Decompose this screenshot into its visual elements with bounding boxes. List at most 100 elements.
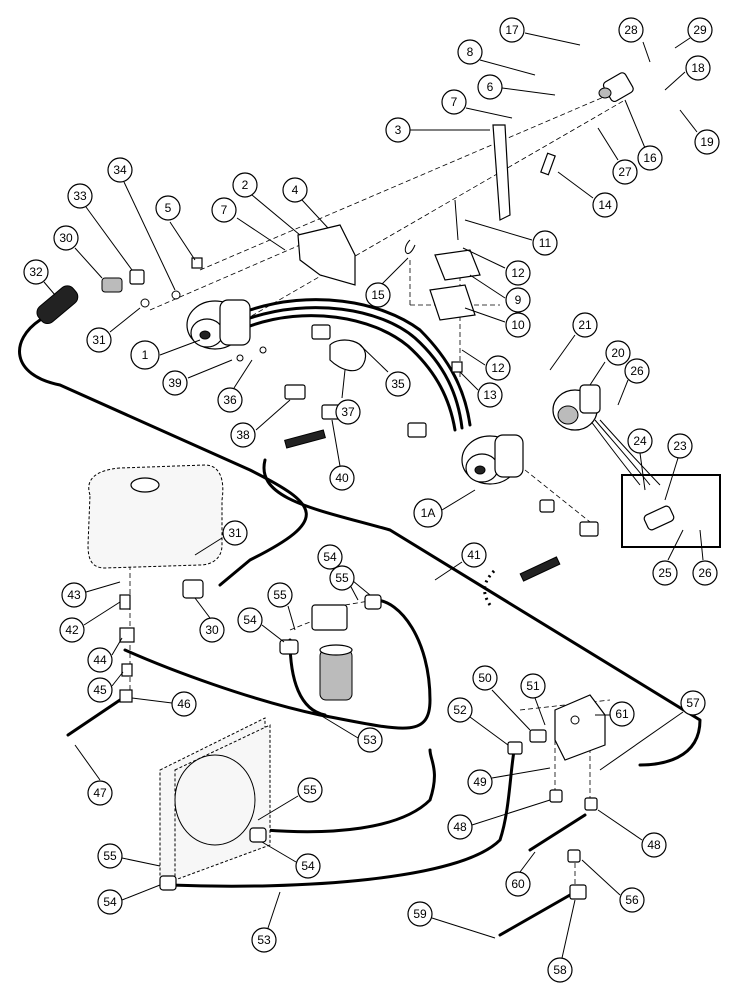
callout-27: 27 [597, 127, 638, 185]
callout-label: 34 [113, 163, 127, 177]
callout-52: 52 [447, 697, 509, 746]
hydraulic-tank [87, 464, 224, 569]
callout-label: 57 [686, 696, 700, 710]
callout-label: 31 [92, 333, 106, 347]
valve-block-61 [554, 694, 606, 761]
callout-label: 36 [223, 393, 237, 407]
callout-32: 32 [23, 259, 56, 296]
callout-label: 54 [323, 550, 337, 564]
elbow-35 [311, 324, 331, 340]
callout-18: 18 [664, 55, 711, 91]
callout-label: 27 [618, 165, 632, 179]
callout-13: 13 [459, 371, 503, 408]
callout-38: 38 [230, 399, 291, 448]
detail-inset [621, 474, 721, 548]
callout-label: 3 [395, 123, 402, 137]
callout-43: 43 [61, 581, 121, 608]
callout-40: 40 [329, 419, 355, 491]
callout-59: 59 [407, 901, 496, 939]
callout-50: 50 [472, 665, 531, 731]
callout-61: 61 [595, 701, 635, 727]
hose-end-40 [284, 429, 326, 449]
callout-label: 54 [103, 895, 117, 909]
callout-label: 49 [473, 775, 487, 789]
callout-label: 55 [273, 588, 287, 602]
callout-1: 1 [130, 339, 201, 370]
callout-label: 29 [693, 23, 707, 37]
callout-label: 54 [301, 859, 315, 873]
callout-24: 24 [627, 428, 653, 491]
bracket-9 [434, 249, 481, 281]
callout-label: 48 [647, 838, 661, 852]
hose-47 [66, 698, 122, 737]
callout-25: 25 [652, 529, 684, 586]
callout-label: 60 [511, 877, 525, 891]
callout-39: 39 [162, 359, 233, 396]
filter-assembly [311, 604, 353, 701]
callout-42: 42 [59, 601, 121, 643]
callout-35: 35 [359, 344, 411, 397]
callout-label: 14 [598, 198, 612, 212]
callout-19: 19 [679, 109, 720, 155]
callout-12b: 12 [461, 349, 511, 381]
callout-label: 52 [453, 703, 467, 717]
hose-53-bottom [168, 743, 517, 888]
hose-53-upper [123, 598, 432, 730]
callout-label: 9 [515, 293, 522, 307]
filter-32 [36, 285, 79, 325]
callout-17: 17 [499, 17, 581, 46]
oil-cooler [159, 717, 271, 886]
cable-bundle-3 [248, 314, 457, 432]
callout-label: 30 [59, 231, 73, 245]
callout-16: 16 [624, 99, 663, 171]
callout-44: 44 [87, 637, 123, 673]
callout-label: 24 [633, 434, 647, 448]
wire-23 [589, 419, 641, 486]
callout-56: 56 [581, 859, 645, 913]
callout-7b: 7 [441, 89, 513, 119]
pressure-hose-41 [262, 458, 702, 767]
callout-10: 10 [464, 307, 531, 338]
callout-label: 4 [292, 183, 299, 197]
callout-label: 28 [624, 23, 638, 37]
callout-label: 42 [65, 623, 79, 637]
pump-1a [461, 434, 524, 485]
callout-label: 35 [391, 377, 405, 391]
callout-47: 47 [74, 744, 113, 806]
callout-label: 37 [341, 405, 355, 419]
callout-55d: 55 [97, 843, 161, 869]
callout-label: 51 [526, 679, 540, 693]
callout-7a: 7 [211, 197, 286, 251]
callout-23: 23 [664, 433, 693, 501]
callout-label: 31 [228, 526, 242, 540]
callout-26a: 26 [617, 358, 650, 406]
callout-label: 25 [658, 566, 672, 580]
callout-label: 55 [335, 571, 349, 585]
fitting-30 [101, 277, 123, 293]
tube-37 [329, 339, 367, 372]
cable-bundle [248, 298, 472, 427]
callout-31b: 31 [194, 520, 248, 556]
callout-37: 37 [335, 369, 361, 425]
callout-label: 43 [67, 588, 81, 602]
callout-label: 53 [257, 933, 271, 947]
callout-label: 21 [578, 318, 592, 332]
callout-55b: 55 [329, 565, 359, 601]
callout-label: 26 [630, 364, 644, 378]
callout-5: 5 [155, 195, 196, 261]
callout-label: 1A [421, 506, 436, 520]
callout-30a: 30 [53, 225, 103, 279]
callout-label: 56 [625, 893, 639, 907]
callout-54b: 54 [237, 607, 285, 643]
callout-label: 8 [467, 45, 474, 59]
callout-9: 9 [469, 274, 531, 313]
callout-51: 51 [520, 673, 546, 726]
callout-label: 10 [511, 318, 525, 332]
callout-41: 41 [434, 542, 487, 581]
callout-label: 54 [243, 613, 257, 627]
callout-54c: 54 [261, 841, 321, 879]
callout-label: 12 [491, 361, 505, 375]
callout-29: 29 [674, 17, 713, 49]
